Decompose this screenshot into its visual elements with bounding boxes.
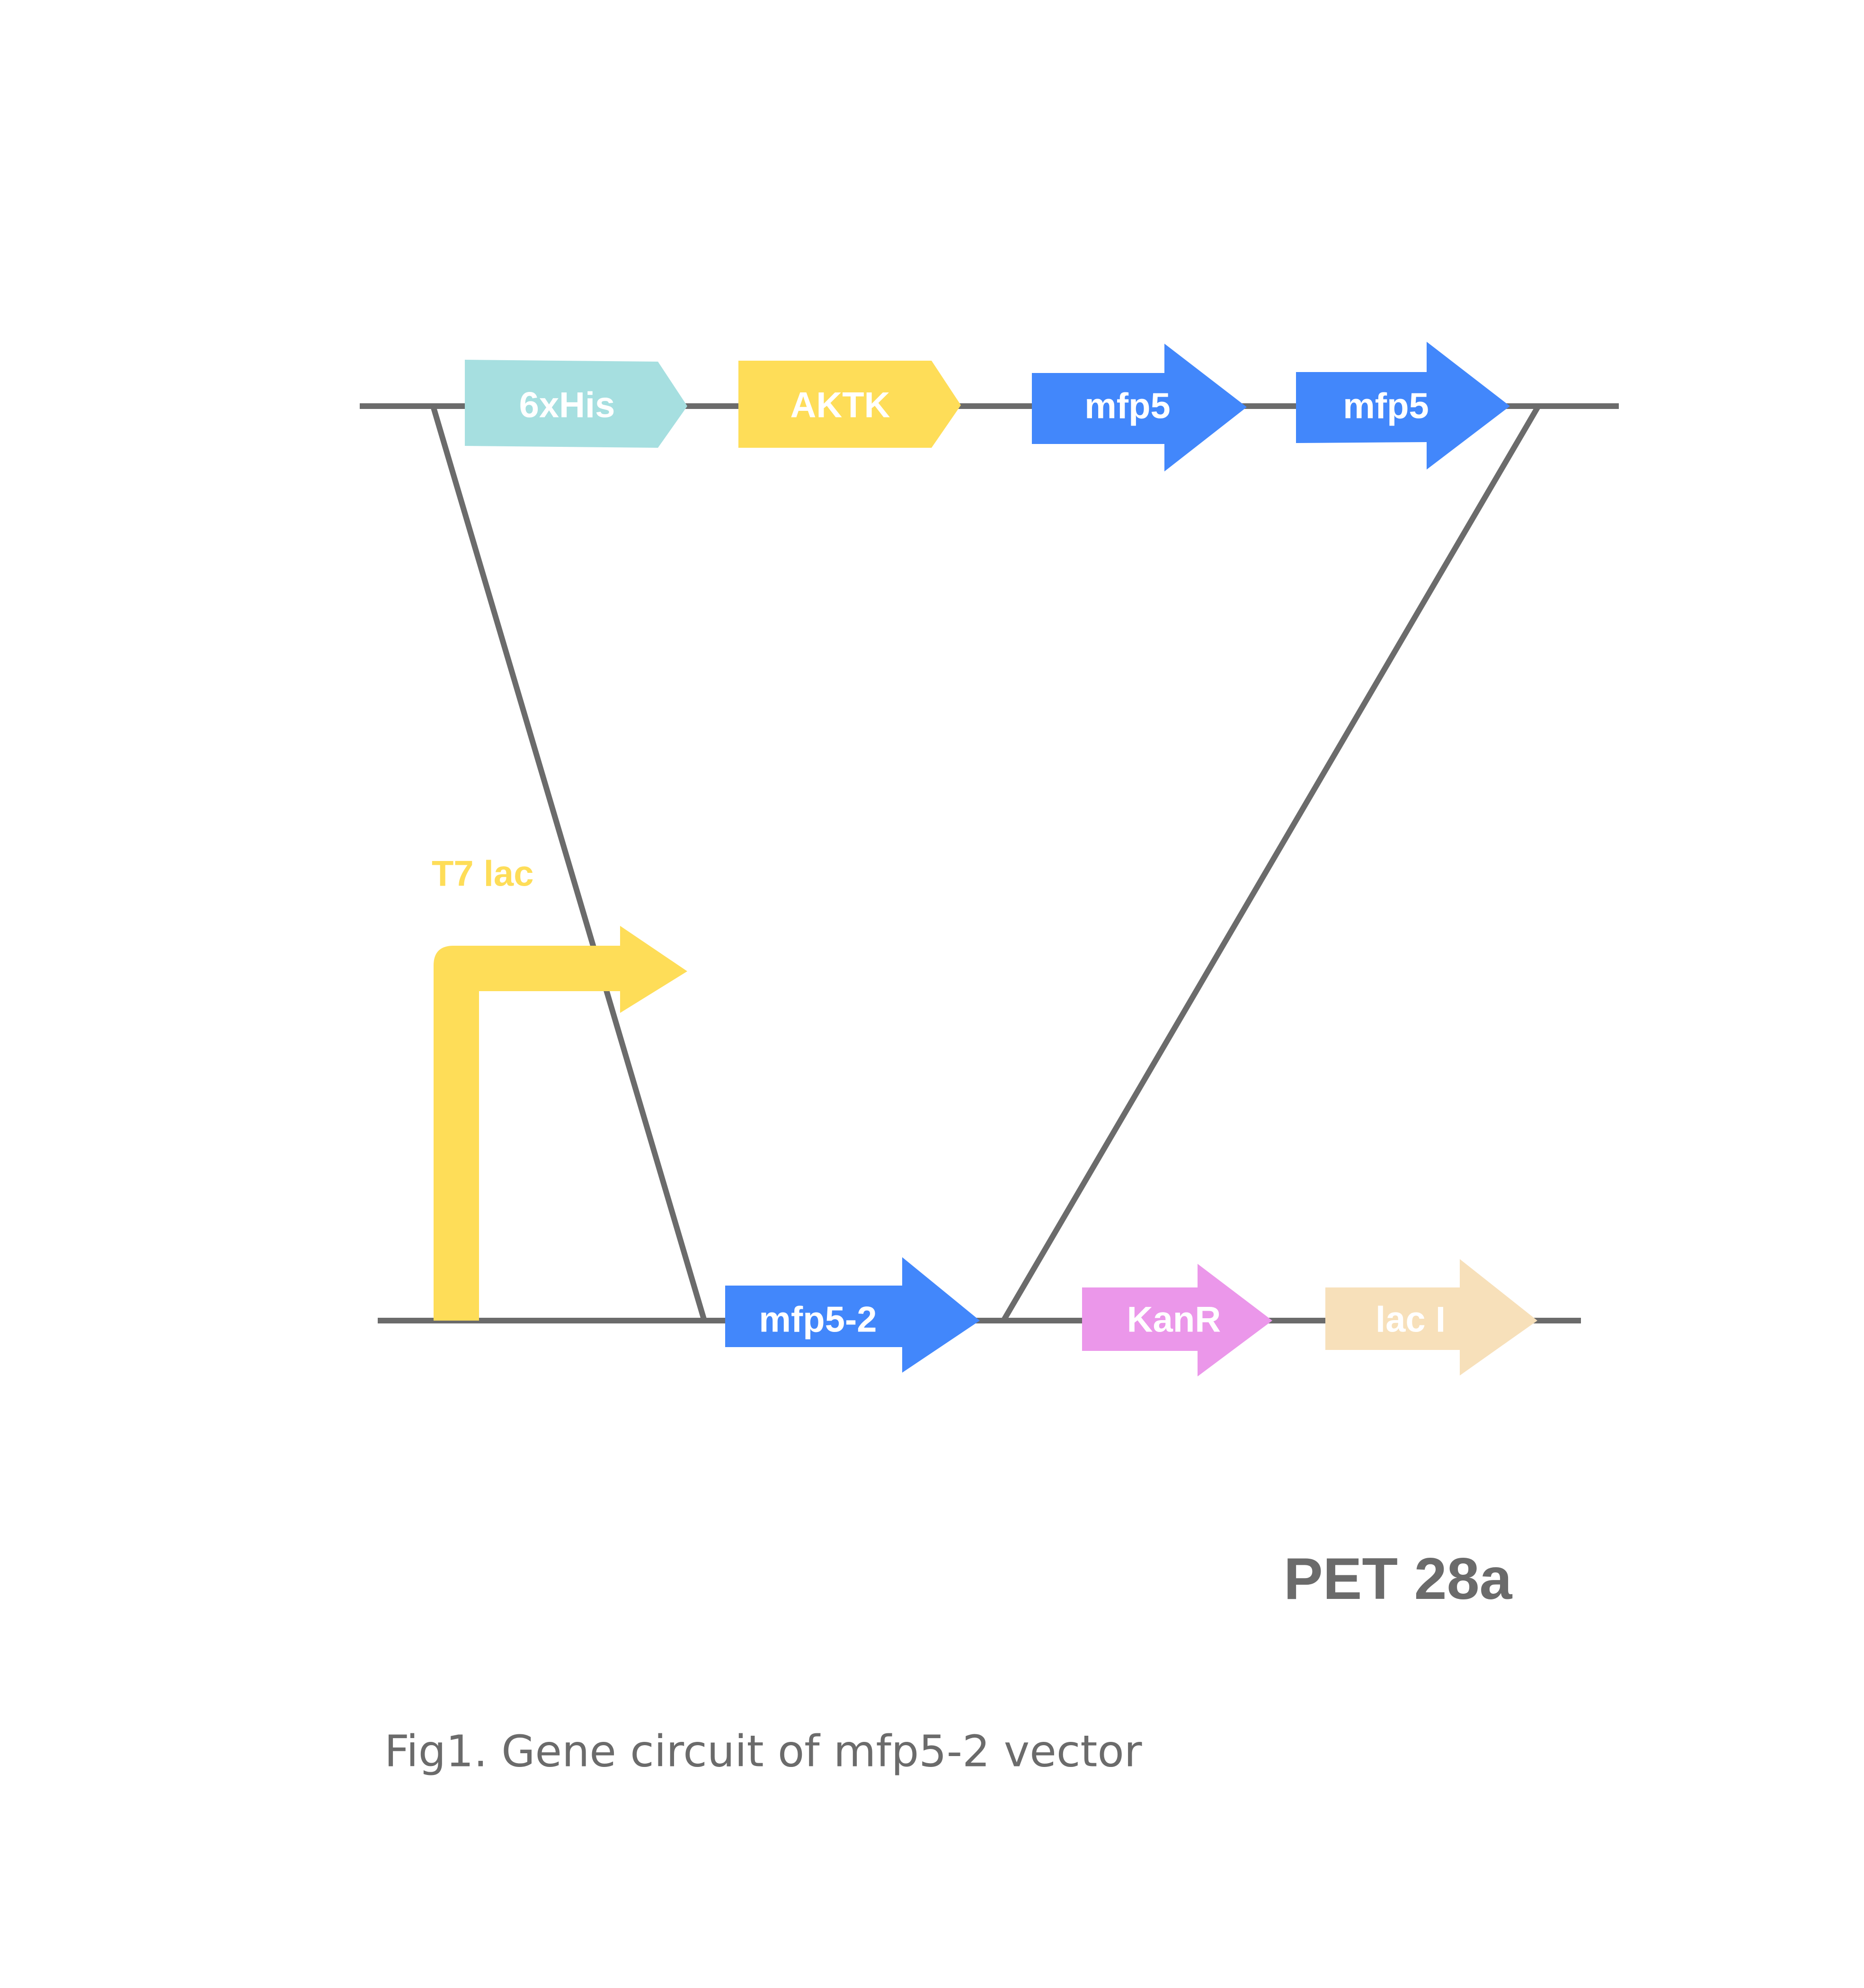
part-mfp5-2: mfp5-2 [725,1257,980,1373]
promoter-t7lac: T7 lac [432,854,687,1321]
part-label-aktk: AKTK [790,385,890,426]
mfp5-arrow-shape [1032,344,1247,471]
figure-caption: Fig1. Gene circuit of mfp5-2 vector [384,1726,1142,1777]
part-laci: lac I [1325,1259,1537,1376]
promoter-label: T7 lac [432,854,533,894]
part-mfp5-a: mfp5 [1032,344,1247,471]
vector-name: PET 28a [1284,1546,1513,1612]
his-tag-shape [465,360,687,448]
part-label-mfp5-a: mfp5 [1084,386,1171,426]
insertion-guide-right [1001,404,1541,1322]
part-label-kanr: KanR [1127,1300,1221,1340]
insertion-guide-left [430,405,707,1322]
part-aktk: AKTK [738,361,961,448]
aktk-tag-shape [738,361,961,448]
part-label-6xhis: 6xHis [519,385,615,426]
mfp5-2-arrow-shape [725,1257,980,1373]
part-label-mfp5-b: mfp5 [1343,386,1429,426]
laci-arrow-shape [1325,1259,1537,1376]
part-6xhis: 6xHis [465,360,687,448]
part-label-laci: lac I [1376,1300,1446,1340]
mfp5-arrow-shape [1296,342,1510,470]
kanr-arrow-shape [1082,1264,1272,1376]
part-mfp5-b: mfp5 [1296,342,1510,470]
part-label-mfp5-2: mfp5-2 [759,1300,877,1340]
part-kanr: KanR [1082,1264,1272,1376]
promoter-arrow-icon [434,926,687,1321]
